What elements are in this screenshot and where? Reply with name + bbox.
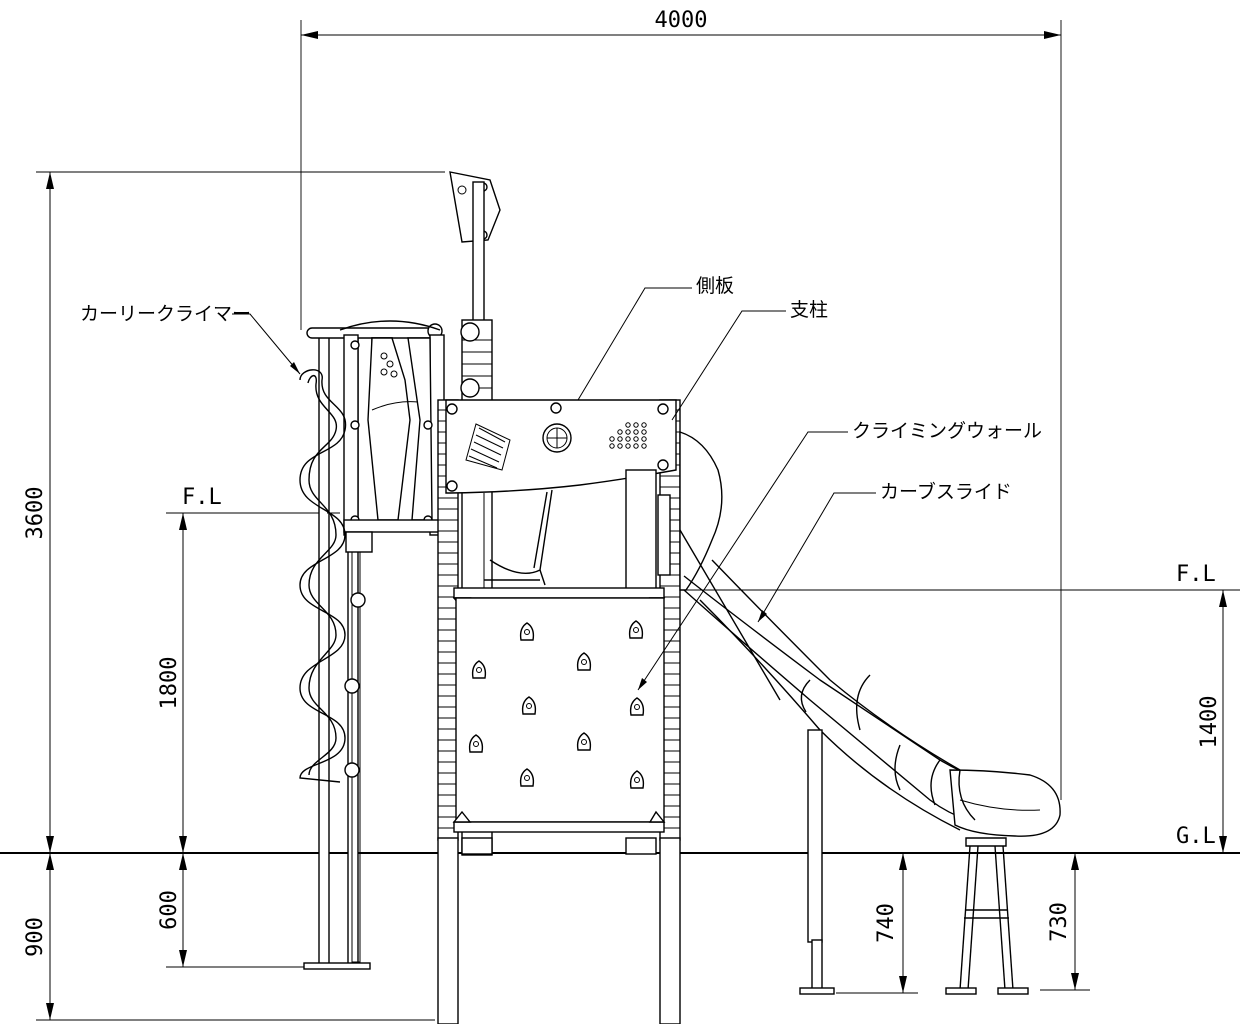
dim-1800-text: 1800	[157, 657, 182, 710]
dim-floor-1400: F.L G.L 1400	[680, 562, 1240, 853]
callout-post: 支柱	[671, 299, 828, 421]
dim-embed-600: 600	[157, 853, 305, 968]
dim-1400-text: 1400	[1197, 696, 1222, 749]
dim-overall-height: 3600	[23, 171, 445, 853]
left-tower	[299, 320, 445, 970]
callout-side-panel: 側板	[577, 275, 734, 401]
callout-climbing-wall: クライミングウォール	[637, 420, 1042, 691]
label-side-panel: 側板	[696, 275, 734, 297]
dim-overall-width: 4000	[300, 8, 1062, 800]
dim-4000-text: 4000	[655, 8, 708, 33]
curve-slide	[679, 431, 1061, 995]
label-post: 支柱	[790, 299, 828, 321]
dim-740-text: 740	[874, 903, 899, 943]
fl-right-label: F.L	[1176, 562, 1216, 587]
main-tower	[437, 399, 681, 1024]
dim-600-text: 600	[157, 890, 182, 930]
gl-label: G.L	[1176, 824, 1216, 849]
callout-curve-slide: カーブスライド	[757, 480, 1012, 623]
label-curve-slide: カーブスライド	[880, 480, 1012, 503]
dim-3600-text: 3600	[23, 487, 48, 540]
dim-leg-730: 730	[1040, 853, 1090, 991]
dim-730-text: 730	[1047, 902, 1072, 942]
label-curly-climber: カーリークライマー	[80, 303, 251, 325]
callout-curly-climber: カーリークライマー	[80, 303, 301, 375]
fl-left-label: F.L	[182, 485, 222, 510]
dim-embed-900: 900	[23, 853, 435, 1021]
dim-leg-740: 740	[836, 853, 918, 994]
dim-floor-1800: F.L 1800	[157, 485, 340, 853]
label-climbing-wall: クライミングウォール	[852, 420, 1042, 442]
dim-900-text: 900	[23, 917, 48, 957]
